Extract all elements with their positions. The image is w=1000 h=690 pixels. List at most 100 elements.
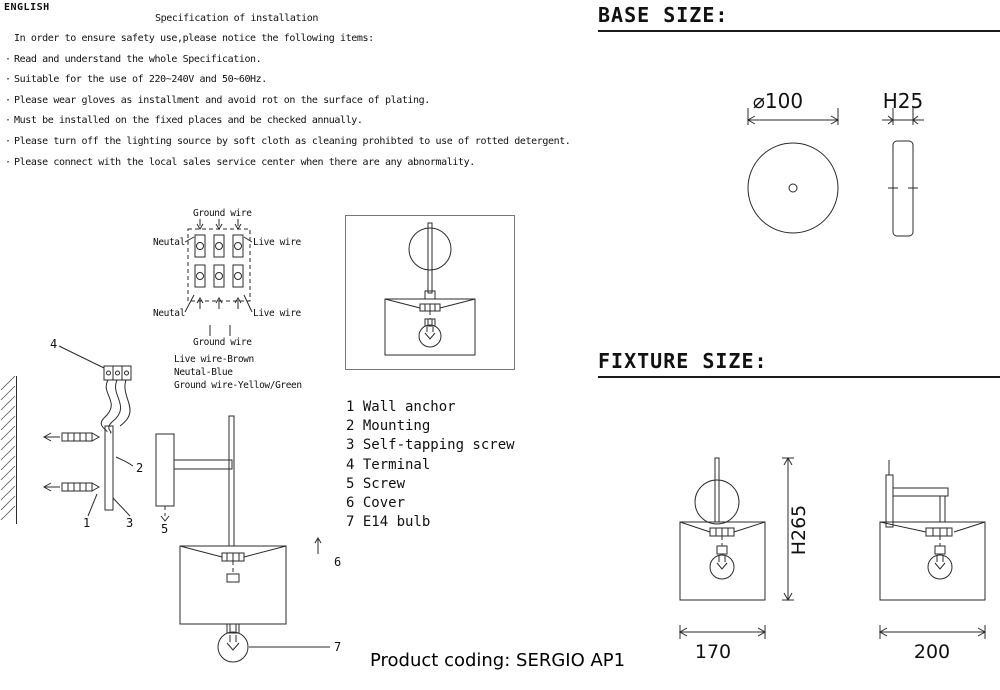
wiring-label-live-top: Live wire <box>253 237 302 248</box>
wiring-legend-ground: Ground wire-Yellow/Green <box>174 380 302 391</box>
leader-2 <box>115 456 134 467</box>
lamp-stem <box>228 415 235 547</box>
shade <box>879 521 986 601</box>
fixture-side-width-label: 200 <box>914 641 950 663</box>
instruction-text: Please wear gloves as installment and av… <box>14 94 430 106</box>
arm <box>892 487 949 497</box>
instruction-text: Read and understand the whole Specificat… <box>14 53 262 65</box>
bulb-screw-base <box>934 545 946 555</box>
fixture-height-dimension <box>782 456 794 602</box>
wall-plate <box>885 474 894 528</box>
wiring-label-neutral-bottom: Neutal <box>153 308 185 319</box>
wire <box>119 379 131 427</box>
installation-diagram: 4 1 3 2 <box>0 337 341 663</box>
bulb-filament <box>716 555 728 570</box>
bullet: · <box>5 115 11 127</box>
language-label: ENGLISH <box>4 2 50 13</box>
part-item: 7 E14 bulb <box>346 514 431 531</box>
terminal-row-bottom <box>194 264 244 288</box>
instruction-item: ·Please turn off the lighting source by … <box>5 135 571 157</box>
base-top-view <box>747 142 839 234</box>
wire <box>108 379 122 434</box>
diameter-dimension-label: ⌀100 <box>753 89 803 113</box>
wiring-ground-bottom-arrows <box>209 325 231 336</box>
instruction-text: Suitable for the use of 220~240V and 50~… <box>14 74 267 86</box>
bulb <box>418 324 442 348</box>
bulb-filament <box>424 327 436 340</box>
wall-anchor-top <box>42 432 101 442</box>
wall-hatch <box>0 375 16 521</box>
bullet: · <box>5 74 11 86</box>
instruction-item: ·Please wear gloves as installment and a… <box>5 95 570 116</box>
lamp-illustration <box>345 215 515 370</box>
bulb-screw-base <box>226 623 240 634</box>
callout-2: 2 <box>136 461 143 475</box>
fixture-size-drawing: H265 170 200 <box>678 456 987 663</box>
height-dimension-label: H25 <box>883 89 924 113</box>
wall-section <box>0 375 17 524</box>
callout-5: 5 <box>161 522 168 536</box>
instruction-item: ·Suitable for the use of 220~240V and 50… <box>5 74 570 95</box>
wiring-legend-neutral: Neutal-Blue <box>174 367 233 378</box>
base-size-drawing: ⌀100 H25 <box>746 89 924 237</box>
lamp-assembly <box>173 415 287 663</box>
height-dimension-line <box>882 108 924 125</box>
base-size-title: BASE SIZE: <box>598 3 1000 32</box>
instruction-text: Please connect with the local sales serv… <box>14 156 475 168</box>
lamp-backplate <box>408 227 452 271</box>
wiring-diagram: Ground wire Neutal Live wire Neutal Live… <box>153 208 302 391</box>
instruction-text: Must be installed on the fixed places an… <box>14 115 363 127</box>
spec-title: Specification of installation <box>155 13 318 24</box>
product-coding: Product coding: SERGIO AP1 <box>370 650 626 671</box>
wiring-label-neutral-top: Neutal <box>153 237 185 248</box>
wiring-label-ground-bottom: Ground wire <box>193 337 252 348</box>
instruction-item: ·Please connect with the local sales ser… <box>5 157 570 178</box>
wiring-top-arrows <box>196 219 242 230</box>
callout-6: 6 <box>334 555 341 569</box>
fixture-front-width-label: 170 <box>695 641 731 663</box>
stem <box>939 495 946 523</box>
part-item: 5 Screw <box>346 475 406 492</box>
mounting-plate <box>104 425 114 511</box>
leader-3 <box>112 497 131 517</box>
bullet: · <box>5 135 11 147</box>
fixture-height-label: H265 <box>788 505 810 556</box>
lamp-shade <box>384 298 476 356</box>
instruction-text: Please turn off the lighting source by s… <box>14 135 571 147</box>
part-item: 2 Mounting <box>346 418 431 435</box>
lamp-hub <box>424 290 436 300</box>
lamp-arm <box>173 459 233 470</box>
cover-pointer <box>314 537 322 554</box>
illustration-border <box>345 215 515 370</box>
shade <box>679 521 766 601</box>
socket <box>226 573 240 583</box>
fixture-front-width-dimension <box>678 625 767 639</box>
part-item: 4 Terminal <box>346 456 431 473</box>
fixture-side-view <box>879 460 986 601</box>
terminal-row-top <box>194 234 244 258</box>
wall-anchor-bottom <box>42 482 101 492</box>
callout-3: 3 <box>126 516 133 530</box>
callout-1: 1 <box>83 516 90 530</box>
parts-list: 1 Wall anchor 2 Mounting 3 Self-tapping … <box>346 399 515 533</box>
bulb-filament <box>226 635 240 651</box>
fixture-front-view <box>679 457 766 601</box>
bulb <box>927 554 953 580</box>
wiring-side-arrows <box>184 236 253 313</box>
bulb-screw-base <box>424 318 436 327</box>
terminal-connector <box>100 365 132 434</box>
wiring-label-ground-top: Ground wire <box>193 208 252 219</box>
e14-bulb <box>217 631 249 663</box>
fixture-size-title: FIXTURE SIZE: <box>598 349 1000 378</box>
safety-instructions: In order to ensure safety use,please not… <box>5 33 571 178</box>
bulb <box>709 554 735 580</box>
callout-7: 7 <box>334 640 341 654</box>
base-center-hole <box>788 183 798 193</box>
instruction-text: In order to ensure safety use,please not… <box>14 33 374 44</box>
part-item: 1 Wall anchor <box>346 399 456 415</box>
part-item: 6 Cover <box>346 494 406 511</box>
instruction-item: ·Must be installed on the fixed places a… <box>5 115 570 136</box>
wiring-label-live-bottom: Live wire <box>253 308 302 319</box>
diameter-dimension-line <box>746 108 840 125</box>
